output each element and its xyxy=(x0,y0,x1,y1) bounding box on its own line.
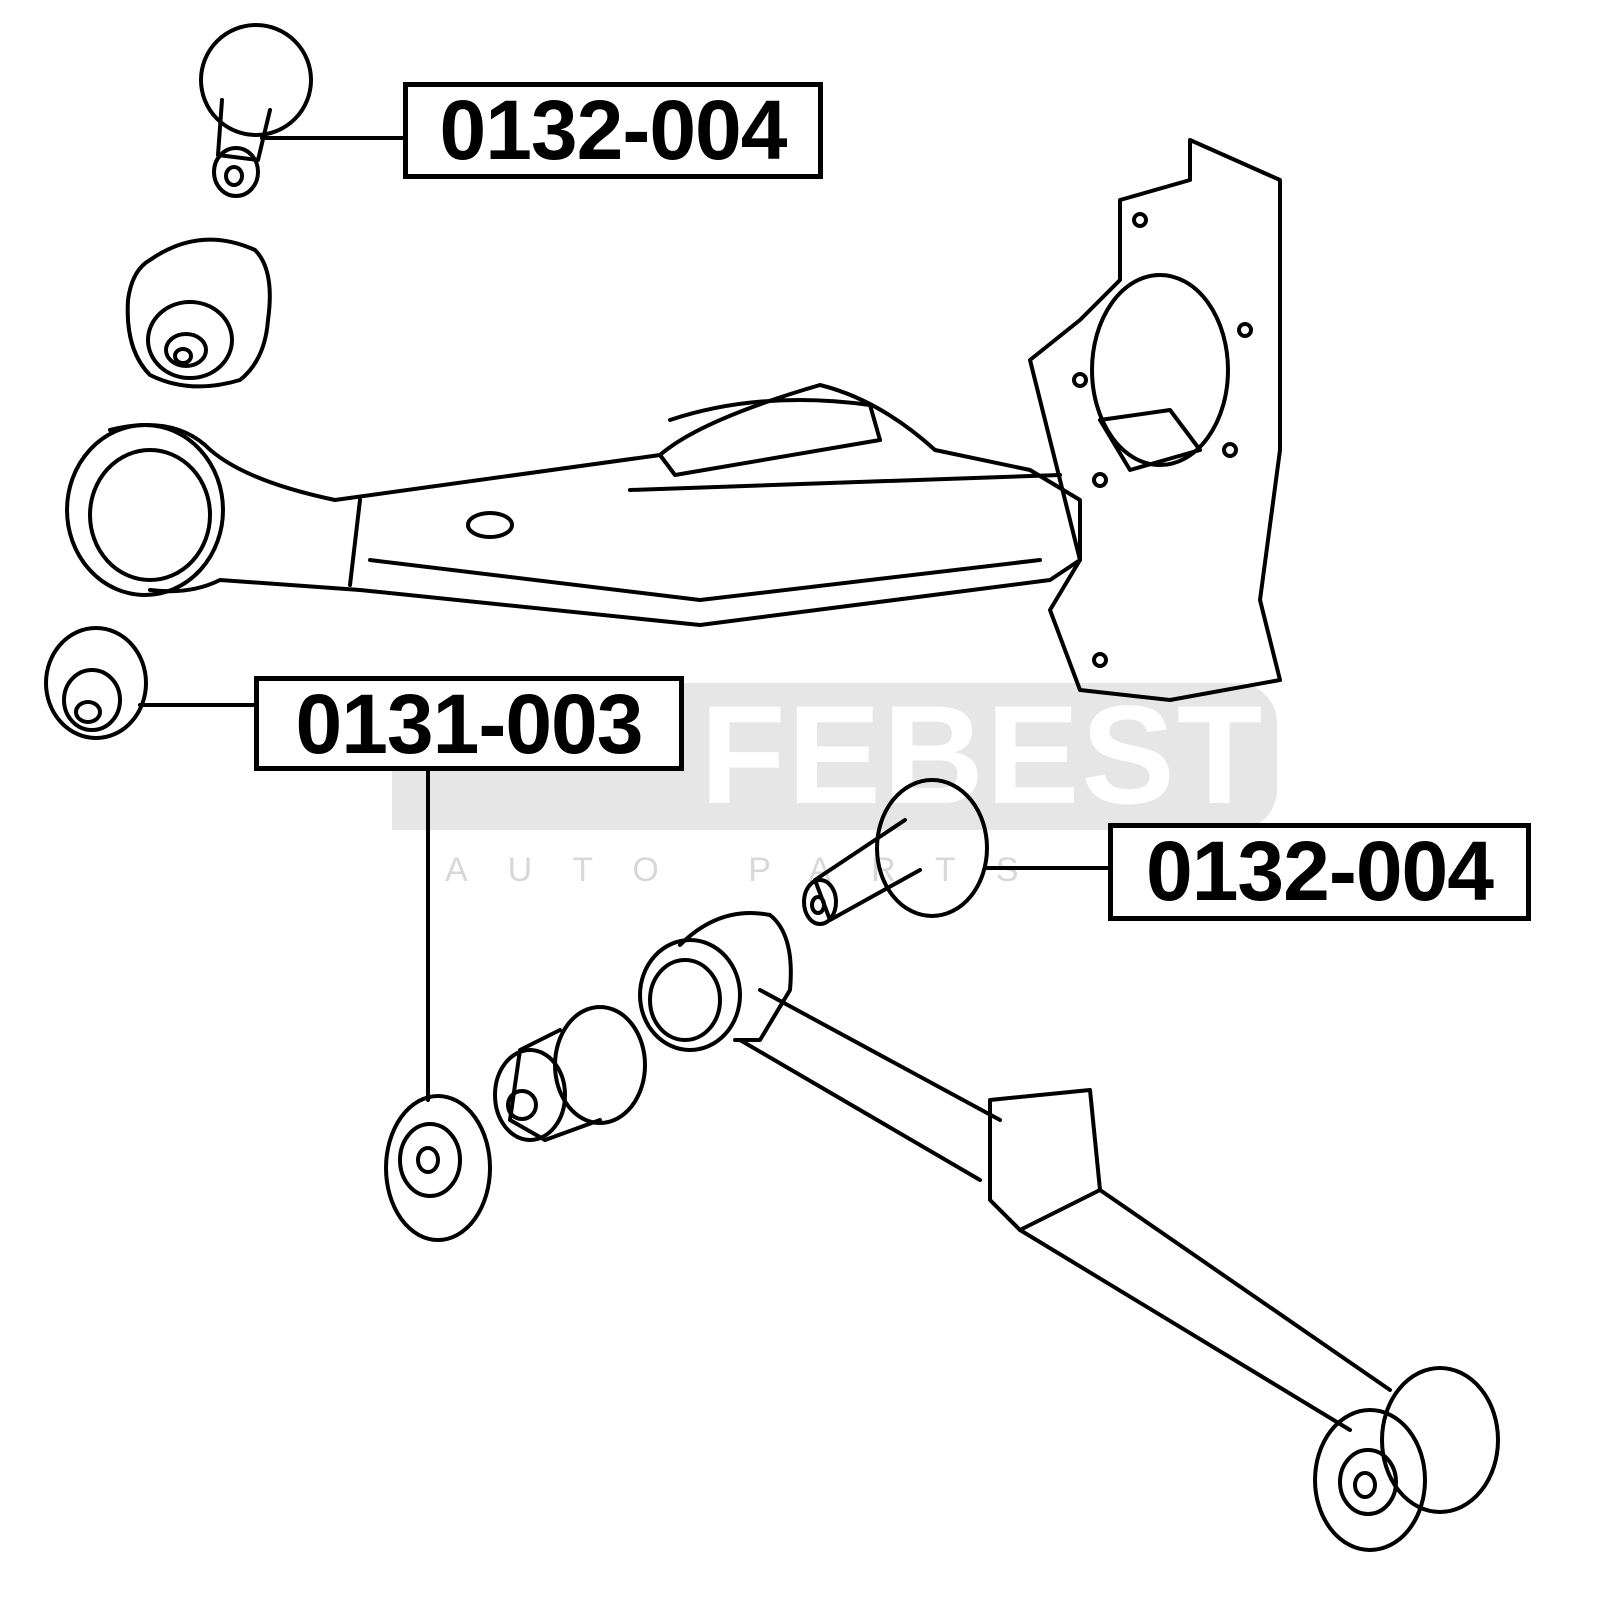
part-number-label: 0132-004 xyxy=(403,82,823,179)
bushing-upper xyxy=(125,237,272,389)
bushing-small-left xyxy=(44,626,148,740)
washer xyxy=(384,1094,492,1242)
part-number-label: 0131-003 xyxy=(254,676,684,771)
watermark-subtitle: AUTO PARTS xyxy=(445,851,1059,889)
part-number-label: 0132-004 xyxy=(1108,823,1531,921)
cam-bolt-right xyxy=(802,778,989,926)
lower-control-arm xyxy=(65,383,1082,627)
watermark-brand: FEBEST xyxy=(700,676,1265,833)
leader-lines xyxy=(138,136,1112,1102)
knuckle xyxy=(1028,138,1282,702)
lateral-link xyxy=(638,911,1500,1552)
cam-bolt-top xyxy=(199,23,313,198)
bushing-middle xyxy=(493,1005,647,1142)
